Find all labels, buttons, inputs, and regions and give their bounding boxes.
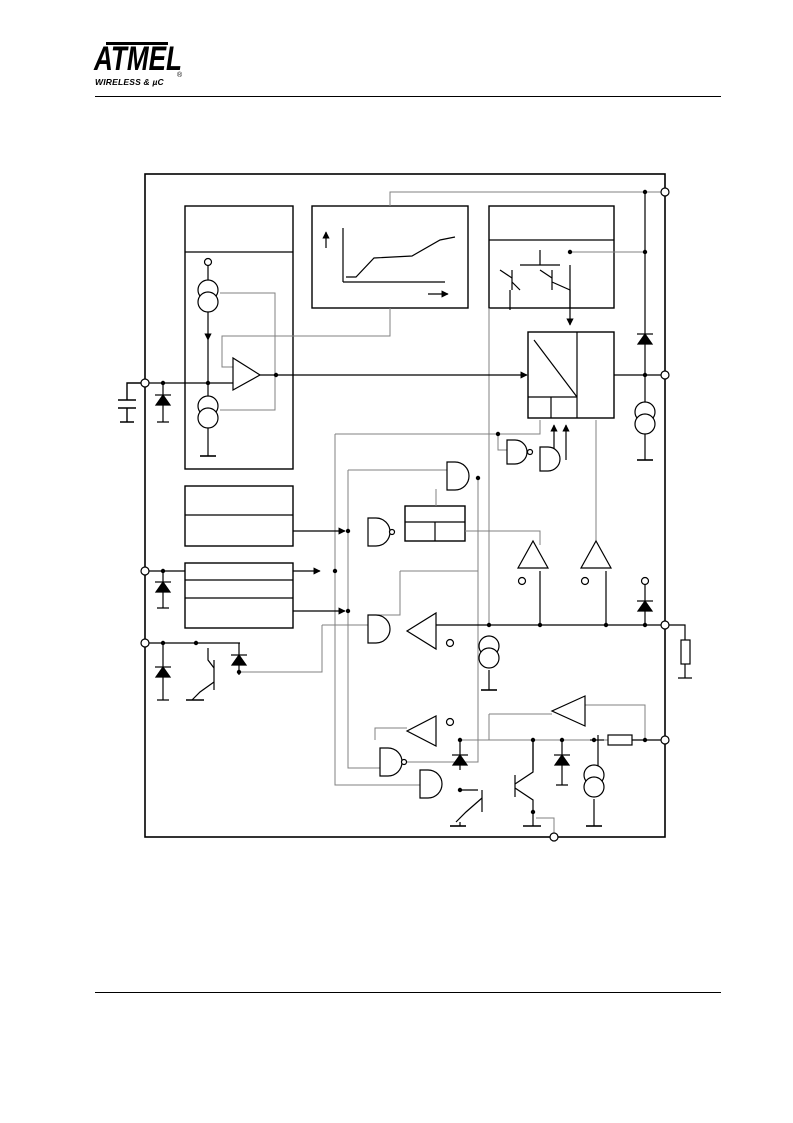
logic-gates (367, 439, 561, 799)
logic-block (527, 331, 615, 419)
amplifiers (232, 356, 613, 747)
capacitor (118, 382, 145, 423)
atmel-logo: ATMEL ® WIRELESS & µC (92, 38, 192, 94)
left-block (184, 205, 294, 470)
registered-mark: ® (177, 72, 183, 79)
logo-bar (106, 42, 168, 45)
pin-terminals (140, 187, 670, 842)
diodes (154, 332, 654, 786)
logo-tagline: WIRELESS & µC (95, 77, 164, 87)
logo-text: ATMEL (93, 40, 182, 76)
transistors (191, 269, 571, 823)
curve-graph (322, 228, 456, 298)
mid-block-1 (184, 485, 294, 547)
chip-outline (144, 173, 666, 838)
current-sources (197, 279, 656, 798)
header-rule (95, 96, 721, 97)
transistor-block (488, 205, 615, 309)
signal-wires (220, 191, 665, 835)
resistors (607, 639, 691, 746)
junction-dots (160, 189, 648, 815)
mid-block-2 (184, 562, 294, 629)
footer-rule (95, 992, 721, 993)
main-wires (145, 192, 686, 791)
logo-wordmark: ATMEL (93, 40, 182, 76)
